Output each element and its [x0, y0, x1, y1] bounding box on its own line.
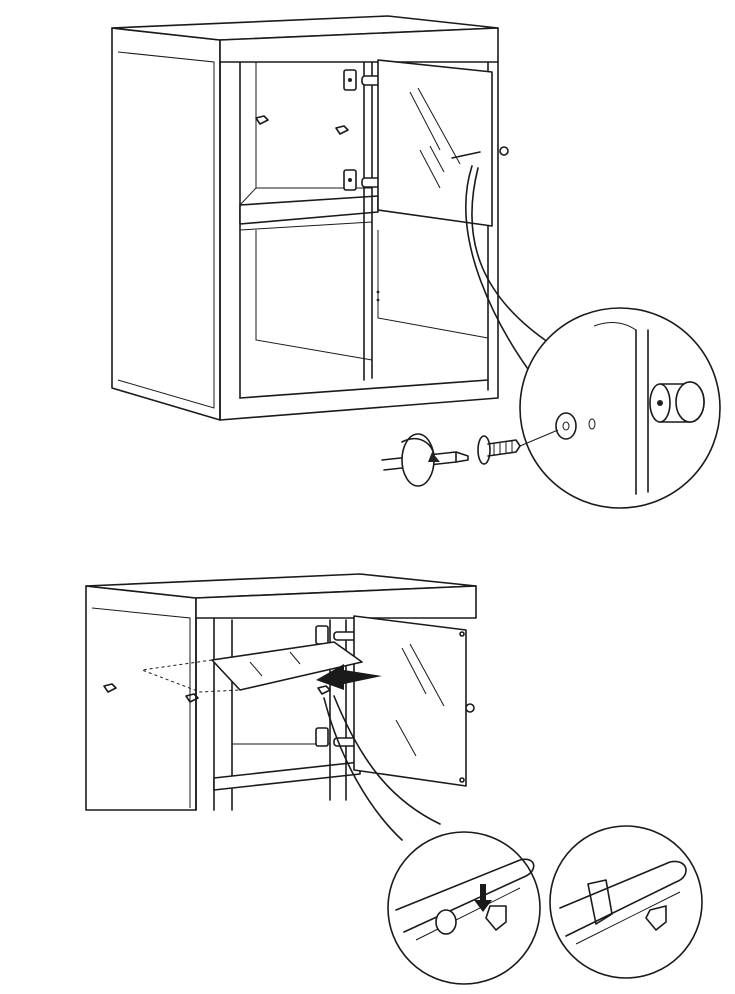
- washer-icon: [555, 412, 577, 440]
- zoom-detail-13-b: [549, 825, 703, 979]
- door-knob-13: [465, 703, 475, 713]
- door-screw: [451, 151, 481, 159]
- screwdriver-icon: [381, 433, 469, 487]
- push-arrow-icon: [316, 664, 382, 690]
- shelf-support-13-a: [103, 683, 117, 693]
- glass-shelf: [141, 641, 363, 693]
- cabinet-body-13: [85, 573, 477, 811]
- knob-icon: [649, 381, 705, 423]
- shelf-support-13-c: [317, 685, 331, 695]
- door-knob-small: [499, 146, 509, 156]
- shelf-support-right: [335, 125, 349, 135]
- shelf-support-left: [255, 115, 269, 125]
- zoom-detail-12: [519, 307, 721, 509]
- step-13-illustration: [85, 573, 703, 985]
- glass-door-13: [353, 615, 475, 787]
- hinge-top-13: [315, 625, 357, 645]
- cabinet-body: [111, 15, 499, 421]
- shelf-support-13-b: [185, 693, 199, 703]
- screw-icon: [477, 429, 559, 465]
- callout-leader-12: [471, 167, 561, 351]
- callout-leader-13: [333, 695, 441, 825]
- glass-door: [377, 59, 493, 227]
- step-12-illustration: [111, 15, 721, 509]
- down-arrow-icon: [474, 884, 492, 912]
- zoom-detail-13-a: [387, 831, 541, 985]
